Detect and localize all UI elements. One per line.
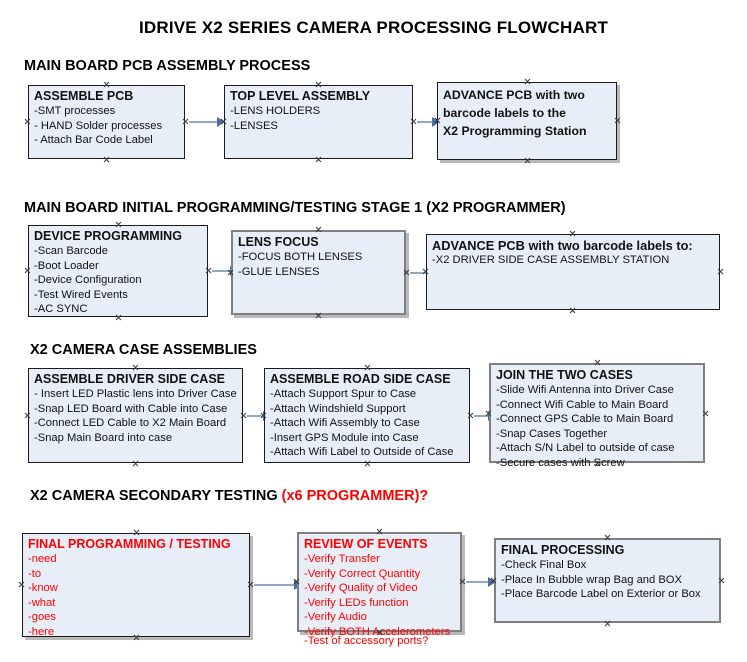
node-line: -what bbox=[28, 596, 56, 609]
section-heading-1-text: MAIN BOARD PCB ASSEMBLY PROCESS bbox=[24, 58, 311, 74]
node-line: -to bbox=[28, 567, 42, 580]
node-line: -Verify Transfer bbox=[304, 553, 380, 565]
node-line: -Verify Quality of Video bbox=[304, 582, 418, 595]
node-lens-focus[interactable]: LENS FOCUS -FOCUS BOTH LENSES -GLUE LENS… bbox=[231, 230, 406, 315]
node-line: -Insert GPS Module into Case bbox=[270, 431, 419, 444]
node-line: -LENSES bbox=[230, 119, 278, 132]
node-line: -Boot Loader bbox=[34, 259, 99, 272]
node-device-programming[interactable]: DEVICE PROGRAMMING -Scan Barcode -Boot L… bbox=[28, 225, 208, 317]
node-title: FINAL PROGRAMMING / TESTING bbox=[28, 537, 231, 551]
node-line: X2 Programming Station bbox=[443, 124, 587, 138]
node-line: -Snap Cases Together bbox=[496, 427, 608, 440]
node-line: -Verify Audio bbox=[304, 611, 367, 624]
node-review-of-events[interactable]: REVIEW OF EVENTS -Verify Transfer -Verif… bbox=[297, 532, 462, 647]
node-line: barcode labels to the bbox=[443, 106, 566, 120]
node-line: -LENS HOLDERS bbox=[230, 105, 321, 117]
node-overflow-line: -Test of accessory ports? bbox=[304, 635, 429, 647]
node-assemble-pcb[interactable]: ASSEMBLE PCB -SMT processes - HAND Solde… bbox=[28, 85, 185, 159]
node-title: LENS FOCUS bbox=[238, 235, 319, 249]
section-heading-2-text: MAIN BOARD INITIAL PROGRAMMING/TESTING S… bbox=[24, 200, 566, 216]
node-line: -Place In Bubble wrap Bag and BOX bbox=[501, 573, 682, 586]
node-title: ADVANCE PCB with two barcode labels to: bbox=[432, 238, 693, 253]
node-line: -Place Barcode Label on Exterior or Box bbox=[501, 588, 701, 601]
section-heading-4: X2 CAMERA SECONDARY TESTING (x6 PROGRAMM… bbox=[30, 488, 428, 504]
node-line: -Verify BOTH Accelerometers bbox=[304, 625, 451, 638]
node-line: -need bbox=[28, 553, 57, 565]
arrow-connector bbox=[254, 580, 302, 590]
section-heading-1: MAIN BOARD PCB ASSEMBLY PROCESS bbox=[24, 58, 310, 74]
node-title: ASSEMBLE ROAD SIDE CASE bbox=[270, 372, 451, 386]
node-advance-pcb-driver-side-station[interactable]: ADVANCE PCB with two barcode labels to: … bbox=[426, 234, 720, 310]
node-line: -FOCUS BOTH LENSES bbox=[238, 251, 363, 263]
node-title: TOP LEVEL ASSEMBLY bbox=[230, 89, 371, 103]
node-line: -GLUE LENSES bbox=[238, 265, 320, 278]
arrow-connector bbox=[466, 577, 496, 587]
node-line: -know bbox=[28, 582, 58, 595]
node-title: JOIN THE TWO CASES bbox=[496, 368, 633, 382]
node-title: DEVICE PROGRAMMING bbox=[34, 229, 182, 243]
page-title: IDRIVE X2 SERIES CAMERA PROCESSING FLOWC… bbox=[138, 18, 609, 37]
node-title: ASSEMBLE DRIVER SIDE CASE bbox=[34, 372, 226, 386]
node-line: -SMT processes bbox=[34, 105, 116, 117]
node-line: -Attach S/N Label to outside of case bbox=[496, 442, 675, 455]
arrow-connector bbox=[189, 117, 225, 127]
section-heading-3-text: X2 CAMERA CASE ASSEMBLIES bbox=[30, 342, 257, 358]
node-title: ASSEMBLE PCB bbox=[34, 89, 134, 103]
node-line: -Test Wired Events bbox=[34, 288, 128, 301]
node-line: -Secure cases with Screw bbox=[496, 456, 625, 469]
node-advance-pcb-programming-station[interactable]: ADVANCE PCB with two barcode labels to t… bbox=[437, 82, 617, 160]
section-heading-3: X2 CAMERA CASE ASSEMBLIES bbox=[30, 342, 257, 358]
section-heading-4-text: X2 CAMERA SECONDARY TESTING bbox=[30, 488, 282, 504]
node-line: - HAND Solder processes bbox=[34, 119, 163, 132]
section-heading-2: MAIN BOARD INITIAL PROGRAMMING/TESTING S… bbox=[24, 200, 566, 216]
node-line: -goes bbox=[28, 611, 56, 624]
node-line: - Insert LED Plastic lens into Driver Ca… bbox=[34, 388, 237, 400]
node-line: -Verify LEDs function bbox=[304, 596, 409, 609]
node-line: -AC SYNC bbox=[34, 303, 88, 316]
node-line: -Connect LED Cable to X2 Main Board bbox=[34, 417, 227, 430]
node-line: -Snap Main Board into case bbox=[34, 431, 173, 444]
node-title: FINAL PROCESSING bbox=[501, 543, 625, 557]
node-line: -Attach Wifi Assembly to Case bbox=[270, 417, 420, 430]
node-line: -Attach Wifi Label to Outside of Case bbox=[270, 446, 454, 459]
node-line: -X2 DRIVER SIDE CASE ASSEMBLY STATION bbox=[432, 254, 670, 266]
node-line: -Check Final Box bbox=[501, 559, 587, 571]
node-final-programming-testing[interactable]: FINAL PROGRAMMING / TESTING -need -to -k… bbox=[22, 533, 250, 638]
node-join-the-two-cases[interactable]: JOIN THE TWO CASES -Slide Wifi Antenna i… bbox=[489, 363, 705, 469]
node-top-level-assembly[interactable]: TOP LEVEL ASSEMBLY -LENS HOLDERS -LENSES bbox=[224, 85, 413, 159]
node-line: -Attach Windshield Support bbox=[270, 402, 406, 415]
node-line: -Snap LED Board with Cable into Case bbox=[34, 402, 228, 415]
node-line: -Device Configuration bbox=[34, 274, 142, 287]
node-assemble-driver-side-case[interactable]: ASSEMBLE DRIVER SIDE CASE - Insert LED P… bbox=[28, 368, 243, 463]
node-line: -Verify Correct Quantity bbox=[304, 567, 421, 580]
node-line: -Scan Barcode bbox=[34, 245, 109, 257]
node-line: - Attach Bar Code Label bbox=[34, 134, 153, 147]
node-line: -Attach Support Spur to Case bbox=[270, 388, 417, 400]
node-line: -here bbox=[28, 625, 55, 638]
node-line: -Slide Wifi Antenna into Driver Case bbox=[496, 384, 674, 396]
arrow-connector bbox=[417, 117, 440, 127]
section-heading-4-red-text: (x6 PROGRAMMER)? bbox=[281, 488, 429, 504]
node-line: -Connect GPS Cable to Main Board bbox=[496, 413, 674, 426]
node-line: ADVANCE PCB with two bbox=[443, 88, 585, 102]
node-final-processing[interactable]: FINAL PROCESSING -Check Final Box -Place… bbox=[494, 538, 721, 623]
node-line: -Connect Wifi Cable to Main Board bbox=[496, 398, 669, 411]
node-assemble-road-side-case[interactable]: ASSEMBLE ROAD SIDE CASE -Attach Support … bbox=[264, 368, 470, 463]
node-title: REVIEW OF EVENTS bbox=[304, 537, 428, 551]
